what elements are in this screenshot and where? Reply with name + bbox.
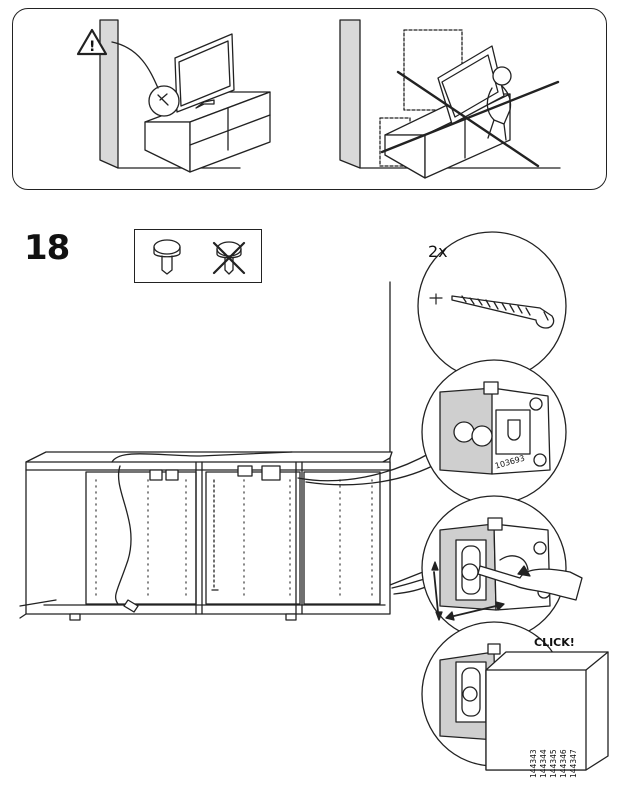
wall-fastener-legend: [134, 229, 262, 283]
screwdriver-detail: [421, 495, 583, 641]
svg-text:!: !: [89, 39, 95, 55]
part-number: 144343: [529, 749, 538, 778]
safety-warning-panel: [12, 8, 607, 190]
part-numbers: 144343 144344 144345 144346 144347: [527, 730, 587, 780]
part-number: 144346: [559, 749, 568, 778]
click-annotation: CLICK!: [534, 636, 575, 649]
part-number: 144344: [539, 749, 548, 778]
screw-quantity: 2x: [428, 242, 448, 261]
cabinet: [19, 451, 393, 621]
part-number: 144345: [549, 749, 558, 778]
wall-plug-icon: [153, 239, 181, 275]
bracket-detail: [421, 359, 567, 505]
screw-detail: [417, 231, 567, 381]
crossed-out-wall-plug-icon: [212, 241, 246, 275]
warning-scene-correct: [76, 19, 271, 173]
click-detail: [421, 621, 609, 771]
warning-triangle-icon: [76, 28, 108, 56]
part-number: 144347: [569, 749, 578, 778]
step-number: 18: [24, 228, 70, 268]
warning-scene-incorrect: [379, 29, 560, 179]
